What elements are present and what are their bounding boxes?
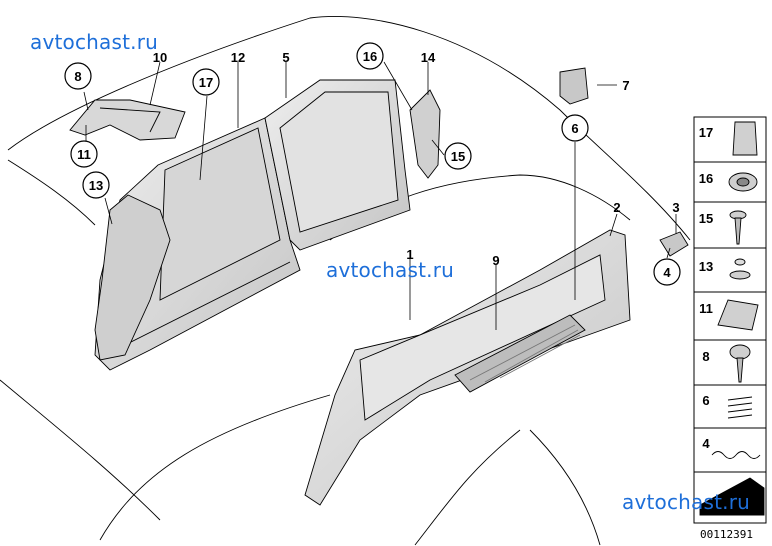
screw-washer-icon (729, 258, 751, 280)
callout-circle-4: 4 (653, 258, 681, 286)
callout-7: 7 (622, 78, 629, 93)
screw-icon (729, 210, 747, 245)
callout-3: 3 (672, 200, 679, 215)
small-clip-part-3 (659, 231, 689, 257)
diagram-number: 00112391 (700, 528, 753, 541)
callout-14: 14 (421, 50, 436, 65)
callout-circle-17: 17 (192, 68, 220, 96)
legend-label-11: 11 (699, 301, 713, 316)
legend-icons (699, 121, 765, 516)
callout-circle-11: 11 (70, 140, 98, 168)
svg-text:8: 8 (74, 69, 81, 84)
vent-grille (454, 314, 586, 393)
clip-icon (732, 121, 758, 156)
callout-circle-6: 6 (561, 114, 589, 142)
clip-part-7 (559, 67, 589, 105)
legend-label-15: 15 (699, 211, 713, 226)
watermark-center: avtochast.ru (326, 258, 455, 282)
right-side-trim (304, 229, 631, 506)
legend-label-17: 17 (699, 125, 713, 140)
watermark-top-left: avtochast.ru (30, 30, 159, 54)
svg-text:13: 13 (89, 178, 103, 193)
callout-1: 1 (406, 247, 413, 262)
legend-label-8: 8 (702, 349, 709, 364)
svg-text:11: 11 (77, 147, 91, 162)
upper-trim-part (69, 99, 186, 141)
watermark-bottom-right: avtochast.ru (622, 490, 751, 514)
spring-coil-icon (727, 396, 753, 419)
legend-label-16: 16 (699, 171, 713, 186)
rubber-strip-icon (699, 477, 765, 516)
callout-5: 5 (282, 50, 289, 65)
svg-text:6: 6 (571, 121, 578, 136)
clip-bracket (409, 89, 441, 179)
legend-label-13: 13 (699, 259, 713, 274)
callout-circle-16: 16 (356, 42, 384, 70)
flange-screw-icon (729, 344, 751, 383)
spring-nut-icon (717, 299, 759, 331)
leader-lines (83, 61, 677, 330)
svg-text:15: 15 (451, 149, 465, 164)
svg-text:16: 16 (363, 49, 377, 64)
left-pillar-trim (94, 194, 171, 361)
svg-text:17: 17 (199, 75, 213, 90)
callout-2: 2 (613, 200, 620, 215)
callout-circle-8: 8 (64, 62, 92, 90)
callout-circle-13: 13 (82, 171, 110, 199)
callout-12: 12 (231, 50, 245, 65)
legend-label-6: 6 (702, 393, 709, 408)
rear-wall-panel (264, 79, 411, 251)
callout-9: 9 (492, 253, 499, 268)
svg-text:4: 4 (663, 265, 671, 280)
callout-circle-15: 15 (444, 142, 472, 170)
tension-spring-icon (711, 451, 761, 459)
callout-10: 10 (153, 50, 167, 65)
legend-label-4: 4 (702, 436, 710, 451)
